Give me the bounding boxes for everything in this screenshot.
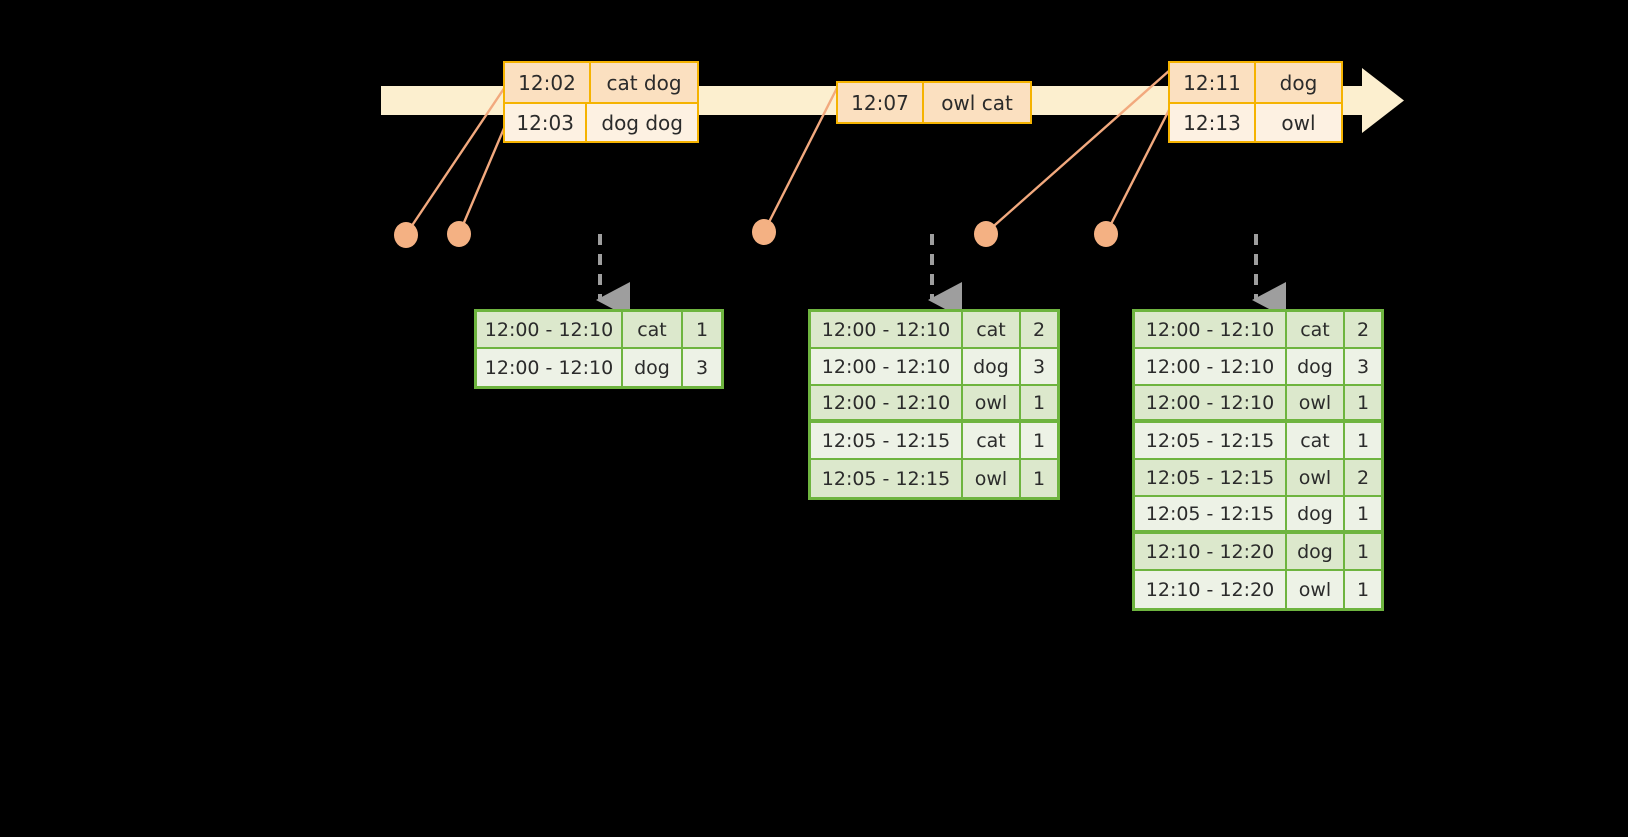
table-row: 12:00 - 12:10 dog 3 (477, 349, 721, 386)
window-cell: 12:05 - 12:15 (1135, 460, 1287, 495)
table-row: 12:00 - 12:10 cat 2 (1135, 312, 1381, 349)
count-cell: 1 (1032, 429, 1046, 452)
key-cell: dog (1287, 497, 1345, 530)
key-cell: dog (1287, 349, 1345, 384)
window-cell: 12:00 - 12:10 (811, 386, 963, 419)
table-row: 12:05 - 12:15 cat 1 (1135, 423, 1381, 460)
connector-line-2 (458, 125, 507, 233)
connector-line-5 (1105, 107, 1172, 233)
count-cell: 1 (1356, 578, 1370, 601)
result-table-3: 12:00 - 12:10 cat 2 12:00 - 12:10 dog 3 … (1132, 309, 1384, 611)
key-cell: cat (623, 312, 683, 347)
table-row: 12:00 - 12:10 cat 1 (477, 312, 721, 349)
window-cell: 12:10 - 12:20 (1135, 534, 1287, 569)
count-cell: 3 (1032, 355, 1046, 378)
key-cell: dog (1287, 534, 1345, 569)
down-arrows (596, 234, 1286, 318)
event-payload: cat dog (606, 70, 682, 95)
connector-dot-4 (974, 221, 998, 247)
key-cell: owl (1287, 386, 1345, 419)
key-cell: dog (623, 349, 683, 386)
table-row: 12:10 - 12:20 owl 1 (1135, 571, 1381, 608)
event-time: 12:13 (1170, 104, 1256, 141)
event-payload: dog (1279, 70, 1318, 95)
window-cell: 12:00 - 12:10 (1135, 312, 1287, 347)
count-cell: 1 (1356, 502, 1370, 525)
window-cell: 12:00 - 12:10 (811, 349, 963, 384)
window-cell: 12:05 - 12:15 (811, 423, 963, 458)
event-row: 12:02 cat dog (505, 63, 697, 102)
key-cell: cat (1287, 312, 1345, 347)
connector-line-1 (406, 86, 506, 234)
table-row: 12:00 - 12:10 cat 2 (811, 312, 1057, 349)
window-cell: 12:10 - 12:20 (1135, 571, 1287, 608)
table-row: 12:10 - 12:20 dog 1 (1135, 534, 1381, 571)
window-cell: 12:00 - 12:10 (1135, 386, 1287, 419)
event-payload: dog dog (601, 110, 683, 135)
event-time: 12:07 (838, 83, 924, 122)
key-cell: cat (963, 312, 1021, 347)
count-cell: 1 (1032, 391, 1046, 414)
window-cell: 12:05 - 12:15 (1135, 423, 1287, 458)
table-row: 12:00 - 12:10 owl 1 (811, 386, 1057, 423)
table-row: 12:00 - 12:10 dog 3 (811, 349, 1057, 386)
window-cell: 12:00 - 12:10 (477, 312, 623, 347)
connector-dots (394, 219, 1118, 248)
event-row: 12:11 dog (1170, 63, 1341, 102)
connector-dot-3 (752, 219, 776, 245)
count-cell: 2 (1032, 318, 1046, 341)
count-cell: 3 (1356, 355, 1370, 378)
event-time: 12:03 (505, 104, 588, 141)
window-cell: 12:05 - 12:15 (811, 460, 963, 497)
count-cell: 1 (1356, 429, 1370, 452)
count-cell: 2 (1356, 318, 1370, 341)
key-cell: cat (1287, 423, 1345, 458)
table-row: 12:05 - 12:15 cat 1 (811, 423, 1057, 460)
event-box-2: 12:07 owl cat (836, 81, 1032, 124)
event-time: 12:02 (505, 63, 591, 102)
key-cell: owl (963, 386, 1021, 419)
table-row: 12:00 - 12:10 owl 1 (1135, 386, 1381, 423)
event-time: 12:11 (1170, 63, 1256, 102)
event-payload: owl (1281, 110, 1316, 135)
event-box-1: 12:02 cat dog 12:03 dog dog (503, 61, 699, 143)
window-cell: 12:00 - 12:10 (811, 312, 963, 347)
connector-dot-2 (447, 221, 471, 247)
window-cell: 12:05 - 12:15 (1135, 497, 1287, 530)
event-box-3: 12:11 dog 12:13 owl (1168, 61, 1343, 143)
connector-dot-5 (1094, 221, 1118, 247)
result-table-1: 12:00 - 12:10 cat 1 12:00 - 12:10 dog 3 (474, 309, 724, 389)
event-row: 12:07 owl cat (838, 83, 1030, 122)
result-table-2: 12:00 - 12:10 cat 2 12:00 - 12:10 dog 3 … (808, 309, 1060, 500)
count-cell: 3 (695, 356, 709, 379)
table-row: 12:05 - 12:15 owl 1 (811, 460, 1057, 497)
key-cell: owl (963, 460, 1021, 497)
table-row: 12:00 - 12:10 dog 3 (1135, 349, 1381, 386)
window-cell: 12:00 - 12:10 (1135, 349, 1287, 384)
count-cell: 2 (1356, 466, 1370, 489)
key-cell: cat (963, 423, 1021, 458)
event-row: 12:13 owl (1170, 102, 1341, 141)
key-cell: dog (963, 349, 1021, 384)
count-cell: 1 (695, 318, 709, 341)
key-cell: owl (1287, 460, 1345, 495)
key-cell: owl (1287, 571, 1345, 608)
event-payload: owl cat (941, 90, 1013, 115)
count-cell: 1 (1356, 391, 1370, 414)
count-cell: 1 (1356, 540, 1370, 563)
table-row: 12:05 - 12:15 dog 1 (1135, 497, 1381, 534)
event-row: 12:03 dog dog (505, 102, 697, 141)
window-cell: 12:00 - 12:10 (477, 349, 623, 386)
connector-line-3 (763, 85, 840, 231)
table-row: 12:05 - 12:15 owl 2 (1135, 460, 1381, 497)
count-cell: 1 (1032, 467, 1046, 490)
connector-dot-1 (394, 222, 418, 248)
